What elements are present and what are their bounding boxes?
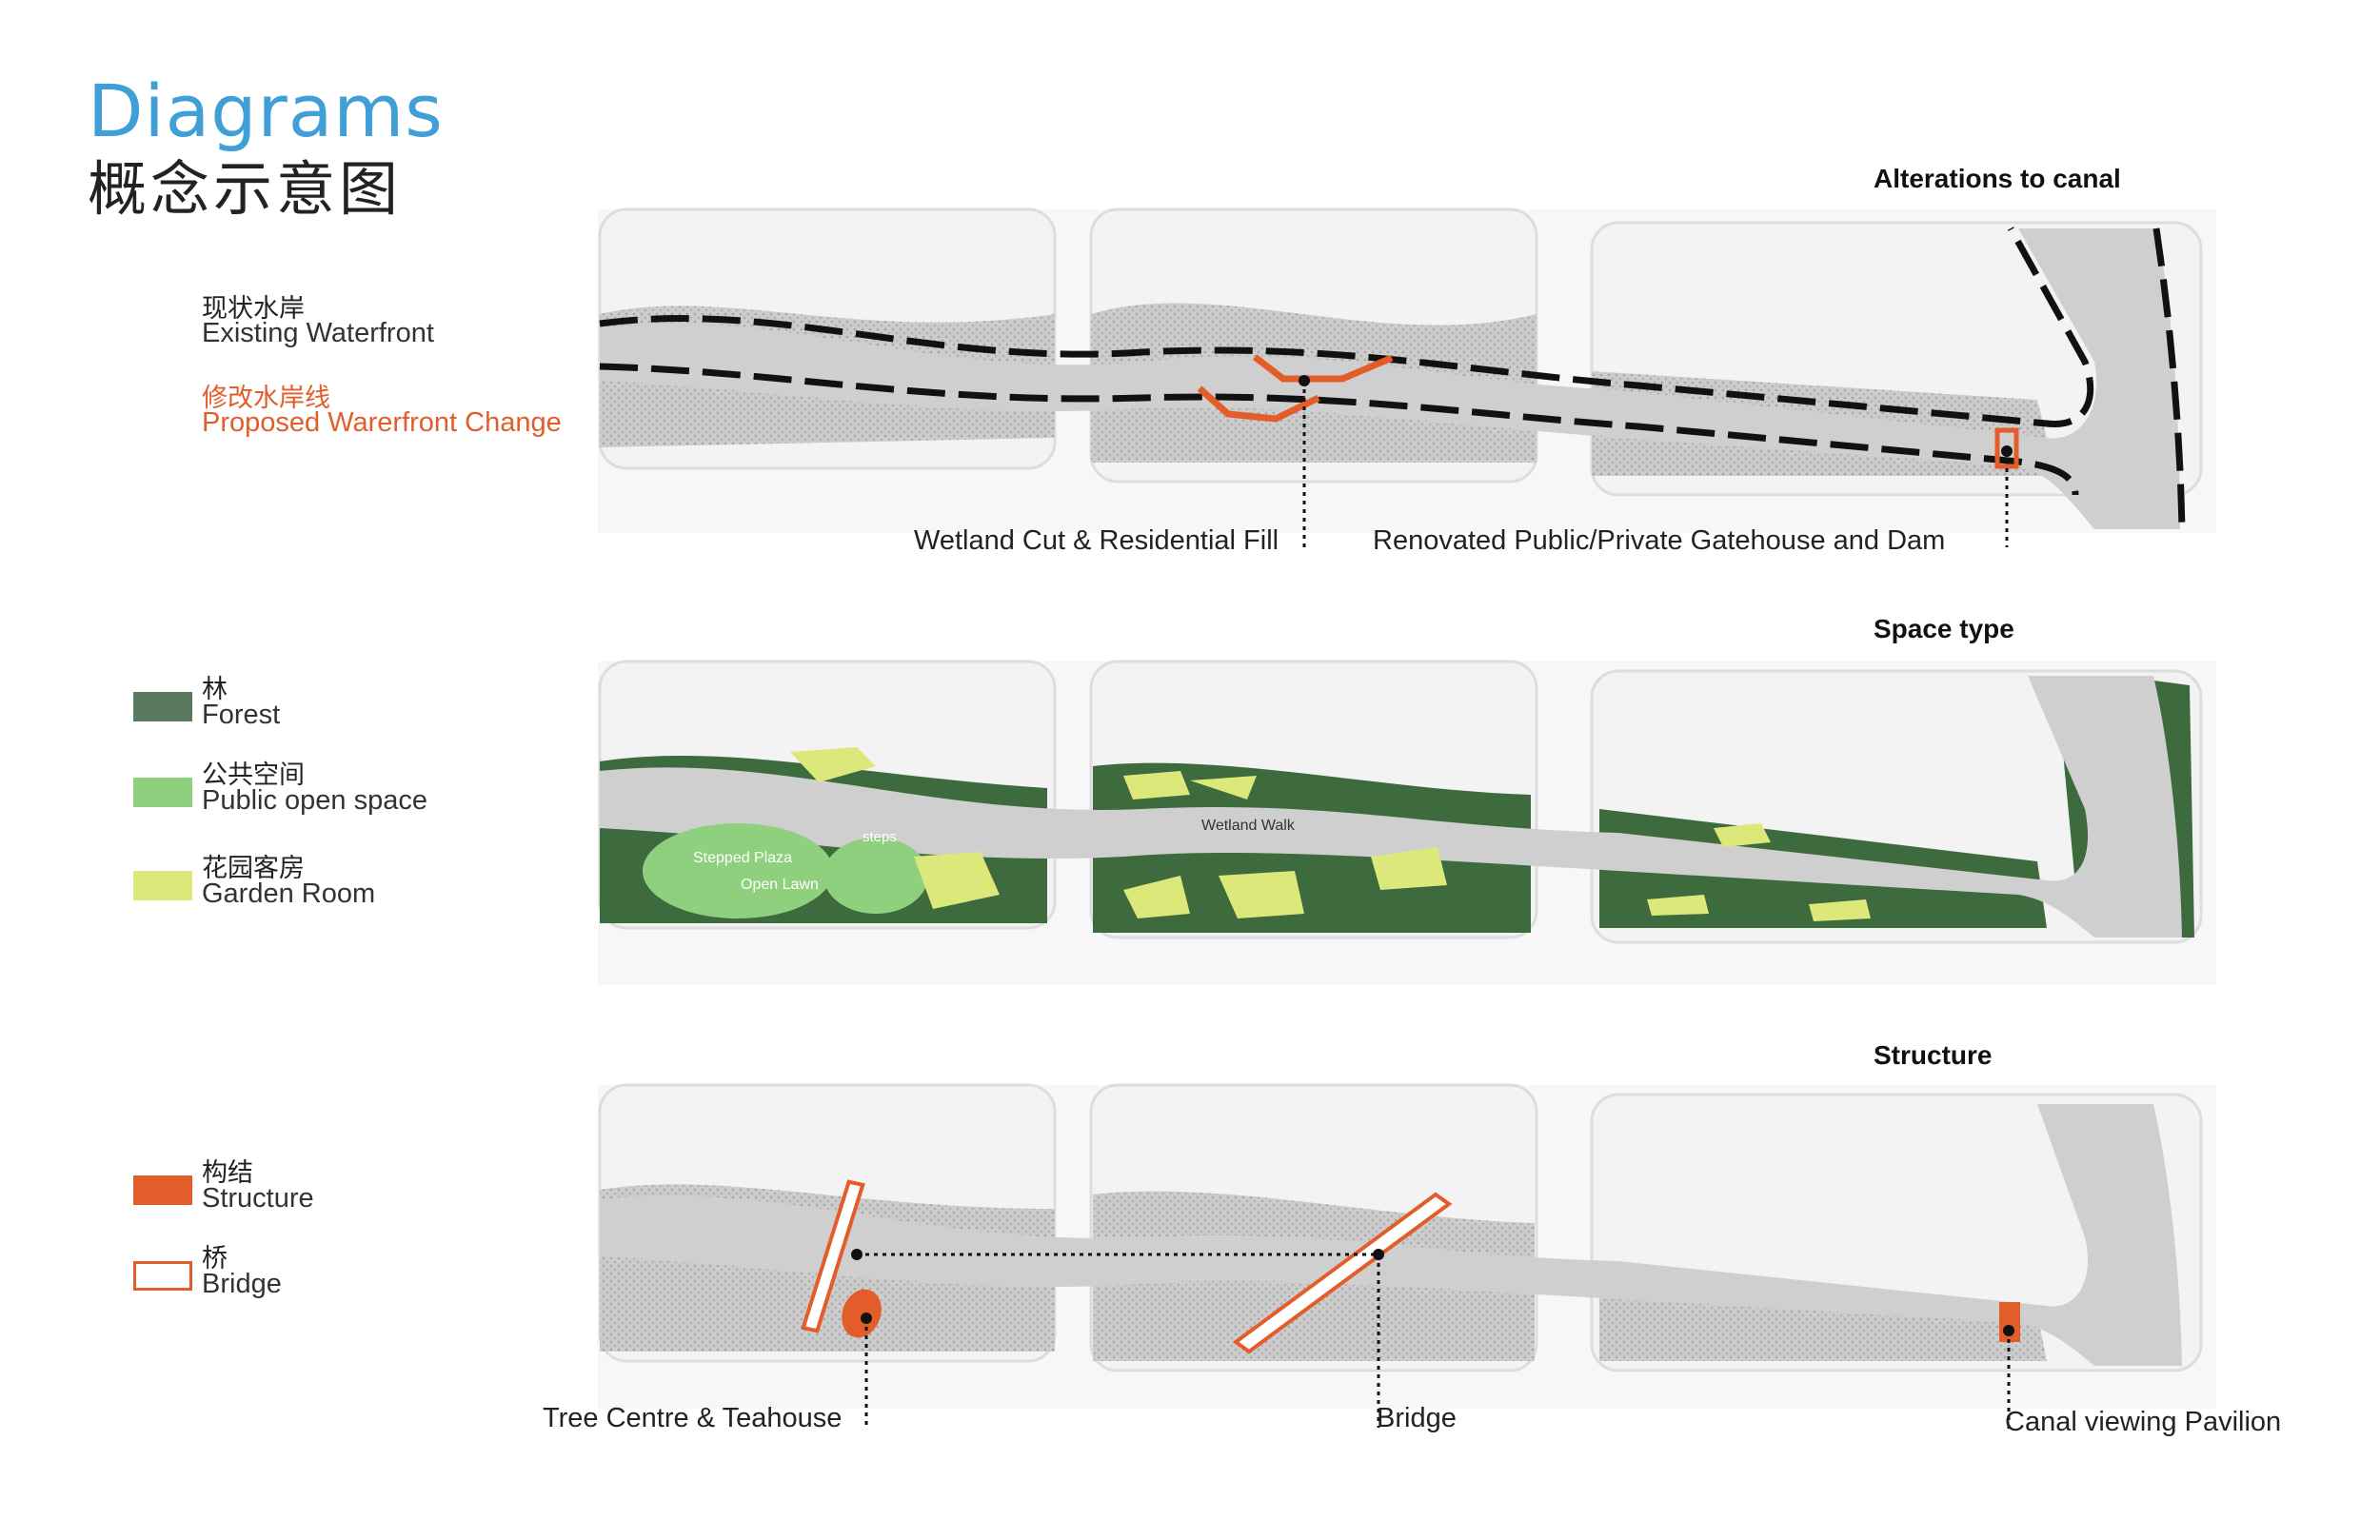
legend-forest-swatch — [133, 692, 192, 721]
legend-existing-cn: 现状水岸 — [202, 294, 305, 324]
legend-open-space-en: Public open space — [202, 785, 427, 816]
legend-garden-room-en: Garden Room — [202, 879, 376, 909]
garden-room — [1809, 899, 1871, 921]
legend-garden-room-cn: 花园客房 — [202, 854, 305, 883]
existing-waterfront-south — [599, 363, 2079, 496]
garden-room — [790, 747, 876, 782]
panel-alterations — [598, 207, 2216, 547]
legend-proposed-en: Proposed Warerfront Change — [202, 407, 562, 438]
canal — [600, 676, 2182, 938]
bridge-middle — [1232, 1192, 1453, 1354]
garden-room — [1219, 871, 1304, 918]
legend-bridge-en: Bridge — [202, 1269, 282, 1299]
label-open-lawn: Open Lawn — [741, 877, 819, 893]
legend-proposed-cn: 修改水岸线 — [202, 384, 330, 413]
section-title-structure: Structure — [1874, 1040, 1993, 1070]
label-wetland-walk: Wetland Walk — [1201, 818, 1296, 834]
proposed-waterfront-fill — [1197, 385, 1320, 423]
garden-room — [1123, 771, 1190, 800]
legend-structure-swatch — [133, 1175, 192, 1205]
bridge-west — [801, 1179, 865, 1333]
label-steps: steps — [863, 829, 897, 845]
legend-bridge-swatch — [133, 1261, 192, 1291]
page-subtitle: 概念示意图 — [88, 154, 403, 224]
open-space-lawn-2 — [823, 838, 928, 914]
callout-bridge: Bridge — [1377, 1403, 1457, 1433]
canal — [600, 228, 2180, 529]
legend-bridge-cn: 桥 — [202, 1244, 228, 1273]
page-title: Diagrams — [88, 69, 444, 153]
panel-space-type — [598, 660, 2216, 985]
section-title-space-type: Space type — [1874, 614, 2014, 643]
garden-room — [1714, 823, 1771, 847]
legend-structure-en: Structure — [202, 1183, 314, 1214]
legend-forest-cn: 林 — [202, 675, 228, 704]
garden-room — [1647, 895, 1709, 916]
garden-room — [1371, 847, 1447, 890]
canal — [600, 1104, 2182, 1366]
legend-structure-cn: 构结 — [202, 1158, 253, 1188]
callout-tree-centre: Tree Centre & Teahouse — [543, 1403, 843, 1433]
garden-room — [914, 852, 1000, 909]
legend-open-space-swatch — [133, 778, 192, 807]
legend-existing-en: Existing Waterfront — [202, 318, 434, 348]
garden-room — [1190, 776, 1257, 800]
panel-structure — [598, 1083, 2216, 1432]
garden-room — [1123, 876, 1190, 918]
open-space-lawn — [643, 823, 833, 918]
legend-forest-en: Forest — [202, 700, 281, 730]
existing-waterfront-north — [599, 227, 2094, 428]
label-stepped-plaza: Stepped Plaza — [693, 850, 792, 866]
callout-wetland-cut: Wetland Cut & Residential Fill — [914, 525, 1279, 556]
proposed-gatehouse-marker — [1994, 427, 2019, 469]
legend-open-space-cn: 公共空间 — [202, 760, 305, 790]
existing-waterfront-east — [2152, 227, 2186, 530]
section-title-alterations: Alterations to canal — [1874, 164, 2121, 193]
callout-pavilion: Canal viewing Pavilion — [2005, 1407, 2282, 1437]
proposed-waterfront-cut — [1252, 354, 1394, 383]
callout-gatehouse: Renovated Public/Private Gatehouse and D… — [1373, 525, 1946, 556]
structure-teahouse — [842, 1289, 882, 1338]
legend-garden-room-swatch — [133, 871, 192, 900]
